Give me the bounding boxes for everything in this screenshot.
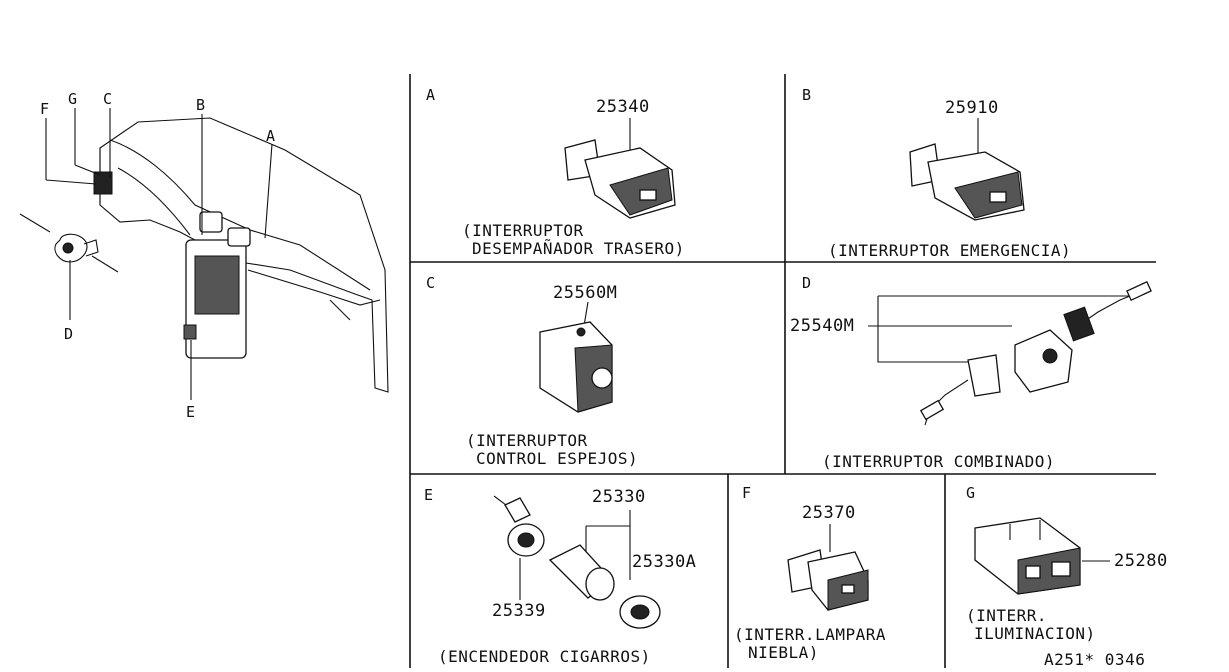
panel-e-part-number-25330a: 25330A — [632, 552, 697, 572]
drawing-code: A251* 0346 — [1044, 650, 1146, 669]
panel-e-part-number-25330: 25330 — [592, 487, 646, 507]
panel-g-caption-line1: (INTERR. — [966, 606, 1048, 625]
panel-c-letter: C — [426, 274, 436, 292]
part-25540M-drawing — [868, 280, 1152, 426]
callout-f: F — [40, 100, 50, 118]
panel-g-caption-line2: ILUMINACION) — [974, 624, 1096, 643]
panel-c-caption-line2: CONTROL ESPEJOS) — [476, 449, 639, 468]
callout-e: E — [186, 403, 196, 421]
panel-grid — [409, 74, 1156, 668]
panel-f-caption-line2: NIEBLA) — [748, 643, 819, 662]
panel-f-caption-line1: (INTERR.LAMPARA — [734, 625, 886, 644]
panel-b-part-number: 25910 — [945, 98, 999, 118]
panel-e-letter: E — [424, 486, 434, 504]
part-25910-drawing — [909, 118, 1025, 221]
part-25560M-drawing — [539, 301, 613, 413]
panel-e-caption: (ENCENDEDOR CIGARROS) — [438, 647, 651, 666]
panel-c-part-number: 25560M — [553, 283, 618, 303]
panel-b-caption: (INTERRUPTOR EMERGENCIA) — [828, 241, 1072, 260]
panel-a-caption-line1: (INTERRUPTOR — [462, 221, 584, 240]
part-25340-drawing — [564, 118, 676, 219]
panel-a-letter: A — [426, 86, 436, 104]
panel-a-caption-line2: DESEMPAÑADOR TRASERO) — [472, 239, 685, 258]
panel-b-letter: B — [802, 86, 812, 104]
panel-a-part-number: 25340 — [596, 97, 650, 117]
panel-c-caption-line1: (INTERRUPTOR — [466, 431, 588, 450]
panel-d-letter: D — [802, 274, 812, 292]
part-25280-drawing — [974, 517, 1110, 595]
panel-d-part-number: 25540M — [790, 316, 855, 336]
panel-f-part-number: 25370 — [802, 503, 856, 523]
panel-e-part-number-25339: 25339 — [492, 601, 546, 621]
part-25370-drawing — [787, 524, 869, 611]
callout-b: B — [196, 96, 206, 114]
callout-a: A — [266, 127, 276, 145]
callout-g: G — [68, 90, 78, 108]
dashboard-overview — [19, 108, 389, 400]
part-25330-drawing — [493, 495, 661, 629]
callout-c: C — [103, 90, 113, 108]
callout-d: D — [64, 325, 74, 343]
panel-g-part-number: 25280 — [1114, 551, 1168, 571]
panel-f-letter: F — [742, 484, 752, 502]
panel-d-caption: (INTERRUPTOR COMBINADO) — [822, 452, 1056, 471]
panel-g-letter: G — [966, 484, 976, 502]
